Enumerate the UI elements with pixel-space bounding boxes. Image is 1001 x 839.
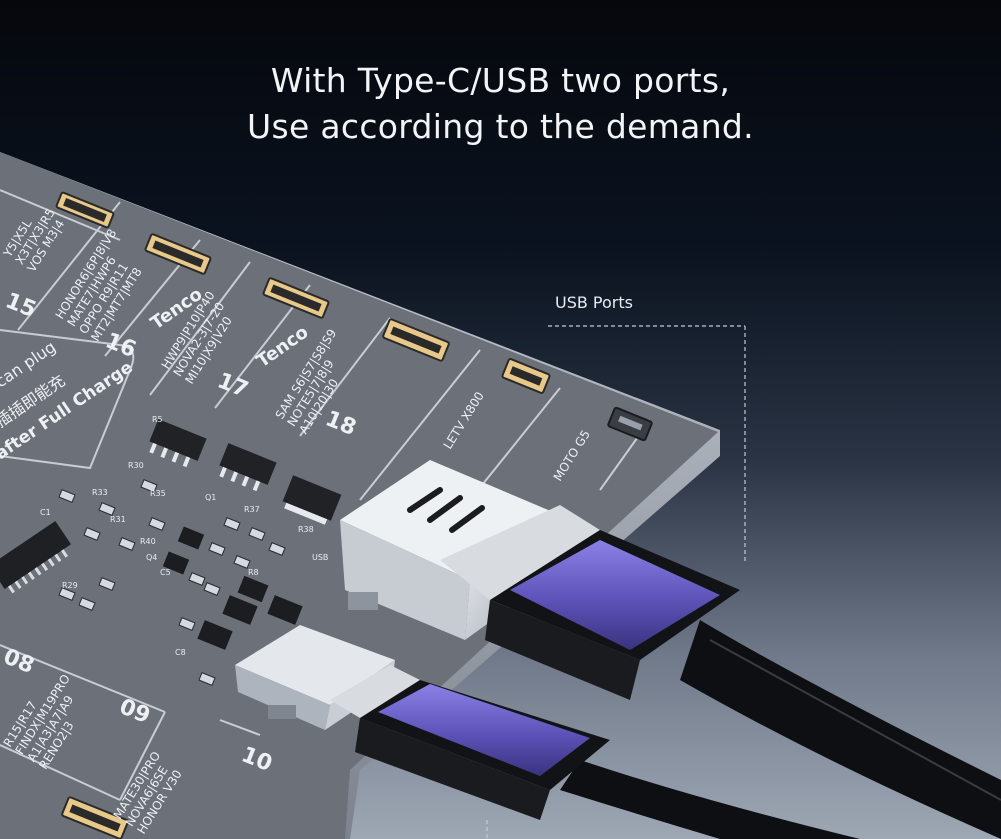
silk-r8: R8 xyxy=(248,568,259,577)
silk-q4: Q4 xyxy=(146,553,157,562)
silk-r31: R31 xyxy=(110,515,126,524)
pcb-components: R5 R33 R30 R35 R37 R38 R31 R40 C1 C5 Q1 … xyxy=(0,415,342,686)
silk-c8: C8 xyxy=(175,648,186,657)
slot-connectors xyxy=(55,191,653,839)
silk-r29: R29 xyxy=(62,581,78,590)
silk-q1: Q1 xyxy=(205,493,216,502)
usb-c-cable xyxy=(330,665,860,839)
board-top xyxy=(0,152,718,839)
usb-ports-callout: USB Ports xyxy=(555,293,633,312)
headline-line-1: With Type-C/USB two ports, xyxy=(270,61,731,100)
slot-labels: Y5|X5L X3T|X3|R5 VOS M3|4 15 HONOR6|6P|8… xyxy=(0,206,593,836)
silk-c5: C5 xyxy=(160,568,171,577)
silk-usb: USB xyxy=(312,553,328,562)
silk-r33: R33 xyxy=(92,488,108,497)
silk-r37: R37 xyxy=(244,505,260,514)
silk-r38: R38 xyxy=(298,525,314,534)
headline-line-2: Use according to the demand. xyxy=(247,107,754,146)
usb-a-cable xyxy=(440,505,1001,839)
silk-r40: R40 xyxy=(140,537,156,546)
silk-r35: R35 xyxy=(150,489,166,498)
silk-r5: R5 xyxy=(152,415,163,424)
silk-c1: C1 xyxy=(40,508,51,517)
headline: With Type-C/USB two ports, Use according… xyxy=(0,58,1001,150)
callout-lines xyxy=(486,325,746,839)
silk-r30: R30 xyxy=(128,461,144,470)
